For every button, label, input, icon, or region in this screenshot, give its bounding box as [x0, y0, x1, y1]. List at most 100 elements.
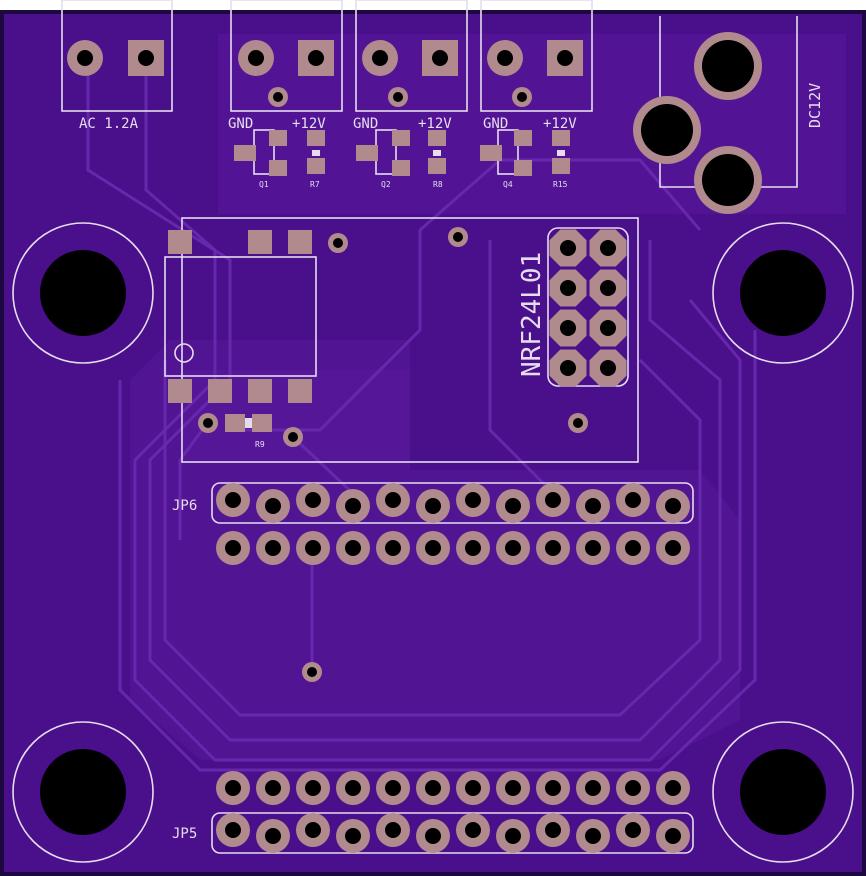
terminal-square-drill-4	[557, 50, 573, 66]
v12-label-2: +12V	[418, 116, 452, 132]
jp6-row2-drill-8	[505, 540, 521, 556]
r-body-3	[557, 150, 565, 156]
mount-ring-4	[712, 721, 854, 863]
r15-label: R15	[553, 180, 568, 189]
q-pad-c-1	[269, 160, 287, 176]
trace-8	[178, 421, 210, 540]
q2-label: Q2	[381, 180, 391, 189]
q-pad-b-3	[514, 130, 532, 146]
jp5-row1-drill-7	[465, 780, 481, 796]
r-pad-top-1	[307, 130, 325, 146]
trace-9	[290, 434, 362, 502]
jp5-row1-drill-1	[225, 780, 241, 796]
ic-top-pad-2	[248, 230, 272, 254]
jp6-row1-drill-9	[545, 492, 561, 508]
terminal-square-drill-3	[432, 50, 448, 66]
r9-pad-left	[225, 414, 245, 432]
jp5-row2-row-outline	[211, 812, 694, 854]
jp5-row2-drill-2	[265, 828, 281, 844]
ac-label: AC 1.2A	[79, 116, 139, 132]
jp5-row1-drill-4	[345, 780, 361, 796]
via-drill-3	[517, 92, 527, 102]
r-pad-top-3	[552, 130, 570, 146]
r9-pad-right	[252, 414, 272, 432]
nrf-pin-drill-5	[560, 320, 576, 336]
r-pad-top-2	[428, 130, 446, 146]
q-pad-a-3	[480, 145, 502, 161]
jp5-row2-drill-5	[385, 822, 401, 838]
via-drill-6	[573, 418, 583, 428]
terminal-round-drill-4	[497, 50, 513, 66]
trace-1	[86, 58, 722, 742]
jp5-row2-drill-4	[345, 828, 361, 844]
gnd-label-2: GND	[353, 116, 378, 132]
jp5-row2-drill-7	[465, 822, 481, 838]
jp6-row2-drill-5	[385, 540, 401, 556]
terminal-round-drill-1	[77, 50, 93, 66]
jp6-row2-drill-12	[665, 540, 681, 556]
via-drill-9	[307, 667, 317, 677]
terminal-square-drill-1	[138, 50, 154, 66]
nrf-pin-drill-2	[600, 240, 616, 256]
jp6-row1-drill-6	[425, 498, 441, 514]
r9-label: R9	[255, 440, 265, 449]
jp6-row2-drill-2	[265, 540, 281, 556]
terminal-outline-2	[355, 0, 468, 112]
mount-hole-2	[740, 250, 826, 336]
jp5-row1-drill-11	[625, 780, 641, 796]
ic-top-pad-3	[288, 230, 312, 254]
jp5-row1-drill-2	[265, 780, 281, 796]
q1-label: Q1	[259, 180, 269, 189]
q-pad-c-2	[392, 160, 410, 176]
dc12v-label: DC12V	[806, 83, 824, 128]
jp6-row1-drill-12	[665, 498, 681, 514]
ic-chip-outline	[164, 256, 317, 377]
mount-hole-4	[740, 749, 826, 835]
jp5-row1-drill-12	[665, 780, 681, 796]
via-drill-4	[333, 238, 343, 248]
r-pad-bottom-3	[552, 158, 570, 174]
jp5-row2-drill-12	[665, 828, 681, 844]
nrf-pin-drill-7	[560, 360, 576, 376]
nrf-pin-drill-6	[600, 320, 616, 336]
r-pad-bottom-2	[428, 158, 446, 174]
jp6-row1-drill-10	[585, 498, 601, 514]
nrf-pin-drill-1	[560, 240, 576, 256]
jp6-row2-drill-3	[305, 540, 321, 556]
jp6-label: JP6	[172, 498, 197, 514]
ic-bottom-pad-1	[168, 379, 192, 403]
jp6-row2-drill-9	[545, 540, 561, 556]
dc-jack-drill-1	[702, 40, 754, 92]
r-body-1	[312, 150, 320, 156]
gnd-label-1: GND	[228, 116, 253, 132]
pad-layer	[40, 32, 826, 853]
jp6-row2-drill-7	[465, 540, 481, 556]
dc-jack-drill-2	[641, 104, 693, 156]
jp6-row2-drill-4	[345, 540, 361, 556]
via-drill-7	[203, 418, 213, 428]
jp6-row2-drill-1	[225, 540, 241, 556]
r7-label: R7	[310, 180, 320, 189]
q4-label: Q4	[503, 180, 513, 189]
silkscreen-layer	[12, 0, 854, 863]
jp5-row2-drill-9	[545, 822, 561, 838]
nrf-pin-drill-4	[600, 280, 616, 296]
ac-terminal-outline	[61, 0, 173, 112]
jp5-row2-drill-8	[505, 828, 521, 844]
trace-6	[488, 240, 562, 502]
via-drill-1	[273, 92, 283, 102]
mount-ring-2	[712, 222, 854, 364]
q-pad-a-1	[234, 145, 256, 161]
jp6-row1-drill-5	[385, 492, 401, 508]
jp5-row2-drill-6	[425, 828, 441, 844]
v12-label-3: +12V	[543, 116, 577, 132]
via-drill-8	[288, 432, 298, 442]
jp5-row2-drill-11	[625, 822, 641, 838]
jp6-row1-drill-7	[465, 492, 481, 508]
mount-ring-3	[12, 721, 154, 863]
jp5-row1-drill-3	[305, 780, 321, 796]
jp5-row2-drill-1	[225, 822, 241, 838]
jp5-row2-drill-10	[585, 828, 601, 844]
nrf-module-outline	[181, 217, 639, 463]
trace-3	[118, 330, 757, 772]
